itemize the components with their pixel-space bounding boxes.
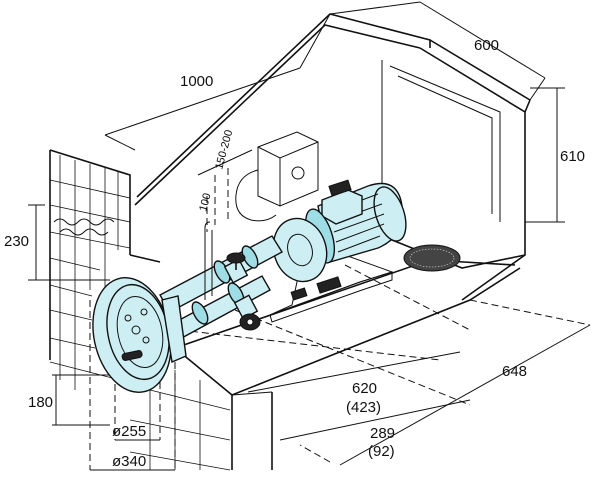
label-outlet-range: 150-200: [213, 129, 235, 171]
label-inlet-height: 230: [4, 233, 29, 250]
pump-assembly: [272, 179, 407, 301]
valve-upper: [223, 252, 249, 284]
label-depth-total: 600: [474, 37, 499, 54]
label-inner-diameter: ø255: [112, 423, 146, 440]
label-length-secondary-alt: (92): [368, 443, 395, 460]
label-outer-diameter: ø340: [112, 453, 146, 470]
floor-drain: [403, 244, 461, 272]
dimension-lines: [28, 1, 591, 471]
label-width-total: 1000: [180, 73, 213, 90]
jet-faceplate: [92, 277, 187, 393]
control-box: [235, 131, 319, 222]
label-length-secondary: 289: [370, 425, 395, 442]
label-pipe-height: 100: [197, 192, 213, 213]
wall-tiles: [49, 155, 231, 471]
label-height-total: 610: [560, 148, 585, 165]
water-surface: [53, 218, 115, 236]
pipes: [159, 221, 283, 341]
valve-lower: [233, 294, 261, 331]
label-depth-side: 648: [502, 363, 527, 380]
label-base-height: 180: [28, 394, 53, 411]
label-length-main-alt: (423): [346, 399, 381, 416]
label-length-main: 620: [352, 380, 377, 397]
